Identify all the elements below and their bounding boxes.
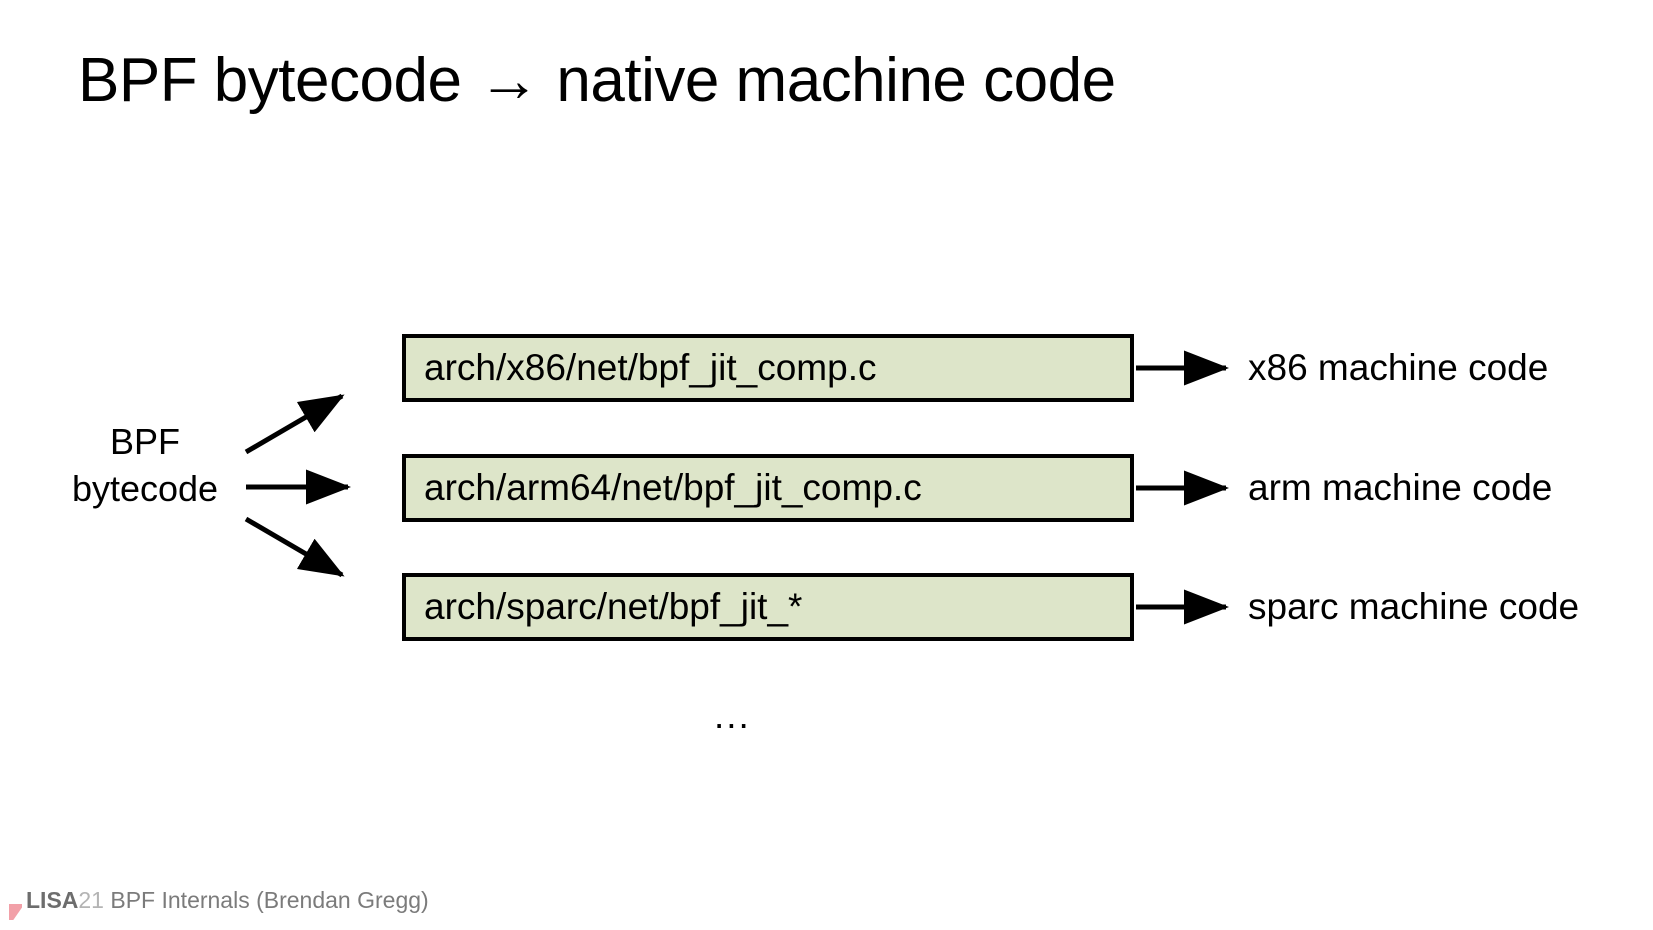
footer-subtitle: BPF Internals (Brendan Gregg) bbox=[103, 887, 429, 913]
jit-box-sparc[interactable]: arch/sparc/net/bpf_jit_* bbox=[402, 573, 1134, 641]
jit-box-x86[interactable]: arch/x86/net/bpf_jit_comp.c bbox=[402, 334, 1134, 402]
jit-box-label: arch/arm64/net/bpf_jit_comp.c bbox=[424, 467, 922, 508]
output-label-x86: x86 machine code bbox=[1248, 347, 1549, 388]
ellipsis-more-architectures: ... bbox=[714, 695, 751, 736]
page-title: BPF bytecode → native machine code bbox=[78, 46, 1116, 115]
source-label-line2: bytecode bbox=[71, 468, 219, 509]
output-label-sparc: sparc machine code bbox=[1248, 586, 1580, 627]
source-label: BPF bytecode bbox=[50, 418, 240, 512]
jit-box-label: arch/x86/net/bpf_jit_comp.c bbox=[424, 347, 877, 388]
footer-text: LISA21 BPF Internals (Brendan Gregg) bbox=[26, 887, 429, 914]
jit-box-label: arch/sparc/net/bpf_jit_* bbox=[424, 586, 803, 627]
jit-box-arm64[interactable]: arch/arm64/net/bpf_jit_comp.c bbox=[402, 454, 1134, 522]
source-label-line1: BPF bbox=[109, 421, 180, 462]
output-label-arm: arm machine code bbox=[1248, 467, 1553, 508]
lisa-logo-mark-icon bbox=[9, 904, 22, 920]
footer-brand: LISA bbox=[26, 887, 79, 913]
arrow-source-to-sparc bbox=[244, 516, 345, 578]
footer-year: 21 bbox=[78, 887, 104, 913]
arrow-source-to-x86 bbox=[244, 393, 345, 455]
slide-footer: LISA21 BPF Internals (Brendan Gregg) bbox=[0, 870, 1653, 930]
